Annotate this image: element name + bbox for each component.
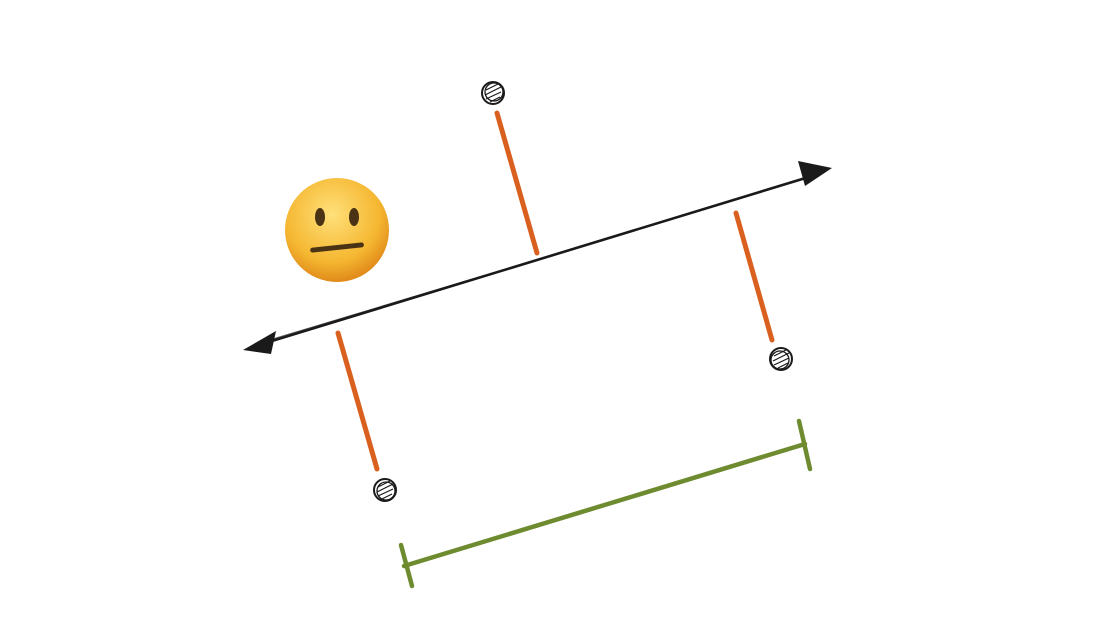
measure-line	[401, 441, 808, 569]
point-bottom-left	[373, 478, 397, 502]
axis-arrowhead-left	[243, 331, 276, 354]
measure-bracket	[398, 418, 813, 589]
emoji-face	[285, 178, 389, 282]
point-top	[481, 81, 505, 105]
projection-lines	[335, 110, 775, 472]
point-right	[769, 347, 793, 371]
measure-cap-right	[796, 418, 813, 472]
measure-cap-left	[398, 542, 415, 589]
emoji-left-eye	[315, 208, 325, 226]
principal-axis	[243, 161, 832, 354]
emoji-mouth	[310, 242, 364, 253]
axis-line-sketch	[265, 177, 809, 342]
projection-right	[733, 210, 775, 343]
projection-left	[335, 330, 380, 472]
axis-arrowhead-right	[798, 161, 832, 186]
neutral-face-icon	[285, 178, 389, 282]
emoji-right-eye	[349, 208, 359, 226]
projection-top	[494, 110, 540, 256]
